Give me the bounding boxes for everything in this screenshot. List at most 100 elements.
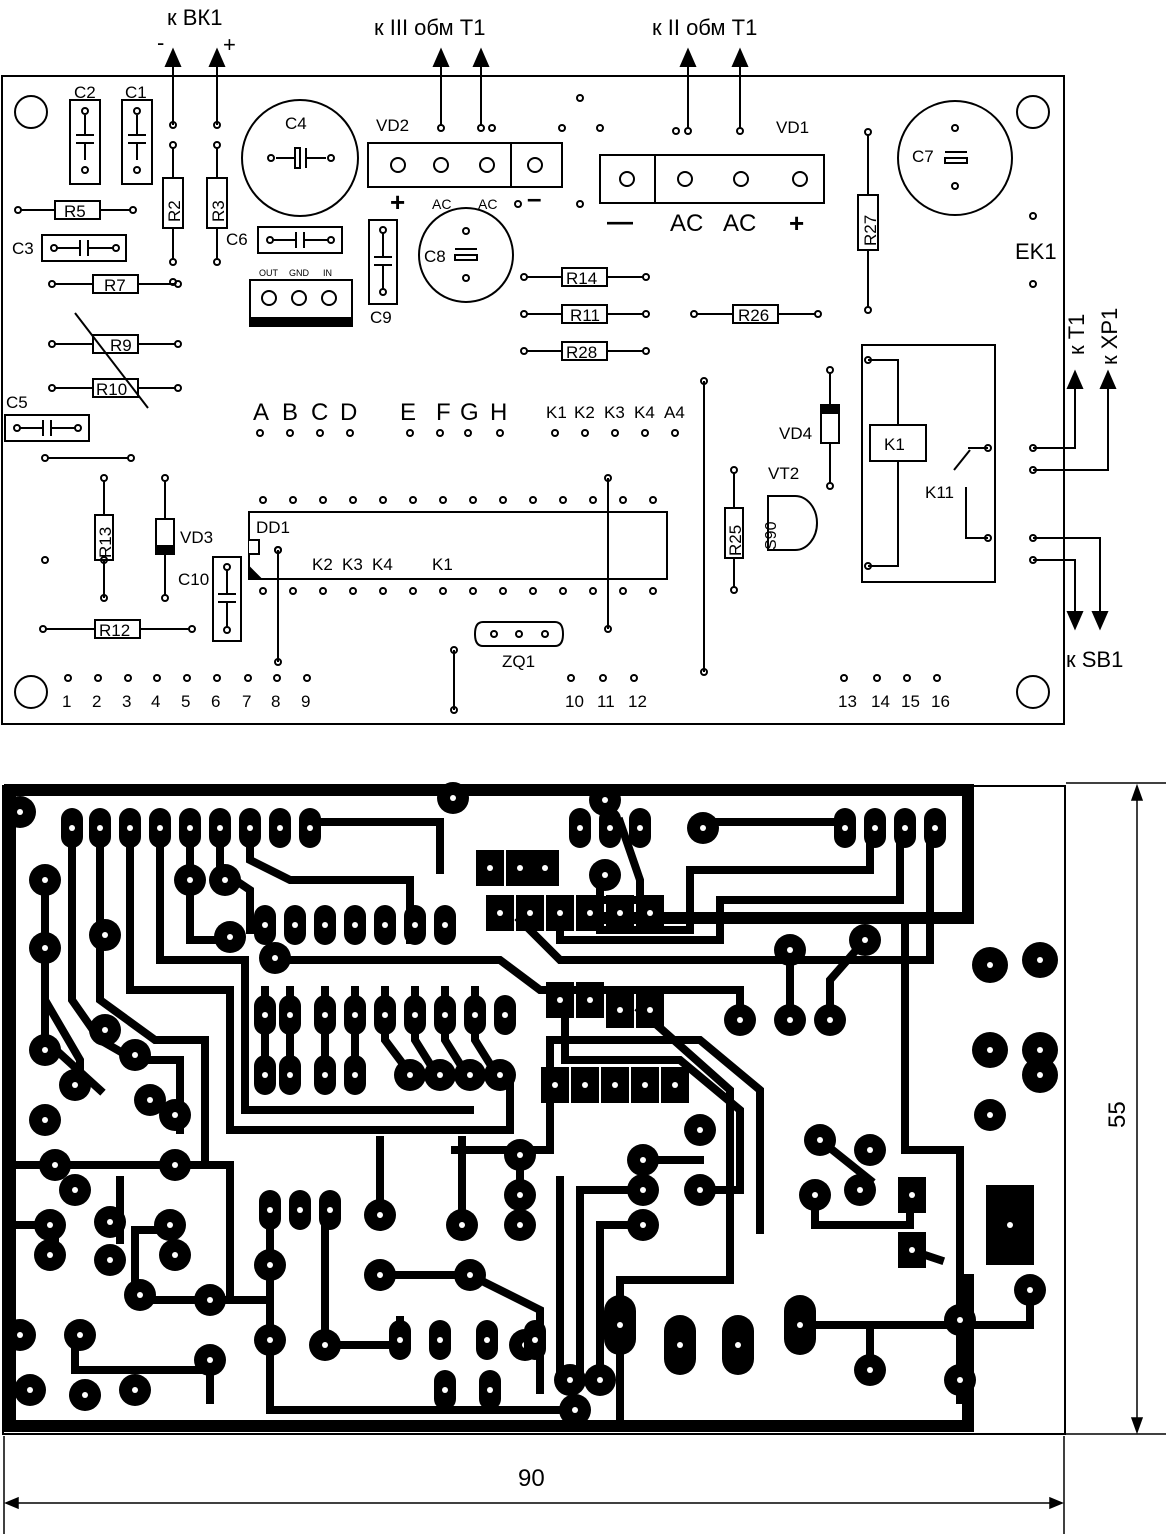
drill-hole — [517, 1222, 523, 1228]
drill-hole — [502, 1012, 508, 1018]
drill-hole — [277, 825, 283, 831]
pin-pad — [273, 674, 281, 682]
drill-hole — [842, 825, 848, 831]
drill-hole — [517, 1152, 523, 1158]
dd1-pin-pad — [559, 587, 567, 595]
copper-pads — [4, 782, 1058, 1426]
dd1-pin-pad — [529, 587, 537, 595]
drill-hole — [407, 1072, 413, 1078]
drill-hole — [217, 825, 223, 831]
capacitor-c9 — [368, 219, 398, 305]
r10-label: R10 — [96, 380, 127, 399]
segment-g-label: G — [460, 399, 479, 426]
transistor-vt2 — [767, 495, 818, 551]
drill-hole — [247, 825, 253, 831]
width-dimension: 90 — [518, 1465, 545, 1492]
digit-k2-label: K2 — [574, 403, 595, 422]
ek1-label: EK1 — [1015, 239, 1057, 264]
drill-hole — [640, 1222, 646, 1228]
drill-hole — [697, 1187, 703, 1193]
segment-labels: A B C D E F G H — [253, 399, 507, 426]
display-pad — [464, 429, 472, 437]
c6-label: C6 — [226, 230, 248, 249]
drill-hole — [127, 825, 133, 831]
capacitor-c4 — [241, 99, 359, 217]
digit-k1-label: K1 — [546, 403, 567, 422]
drill-hole — [557, 910, 563, 916]
dd1-pin-pad — [649, 496, 657, 504]
display-pad — [581, 429, 589, 437]
vd2-plus-label: + — [390, 187, 405, 217]
drill-hole — [602, 797, 608, 803]
pin-pad — [94, 674, 102, 682]
drill-hole — [932, 825, 938, 831]
drill-hole — [567, 1377, 573, 1383]
drill-hole — [137, 1292, 143, 1298]
drill-hole — [262, 922, 268, 928]
dd1-pin-pad — [409, 587, 417, 595]
drill-hole — [617, 910, 623, 916]
pin-number: 9 — [301, 692, 310, 711]
pin-number: 14 — [871, 692, 890, 711]
k11-label: K11 — [925, 483, 954, 502]
drill-hole — [497, 1072, 503, 1078]
vd2-ac2-label: AC — [478, 196, 497, 212]
c10-label: C10 — [178, 570, 209, 589]
vd2-label: VD2 — [376, 116, 409, 135]
resistor-r7 — [48, 274, 182, 294]
drill-hole — [102, 1027, 108, 1033]
drill-hole — [132, 1387, 138, 1393]
pin-number: 1 — [62, 692, 71, 711]
digit-labels: K1 K2 K3 K4 A4 — [546, 403, 685, 422]
dd1-pin-pad — [589, 496, 597, 504]
display-pad — [316, 429, 324, 437]
drill-hole — [382, 1012, 388, 1018]
dd1-k1-label: K1 — [432, 555, 453, 574]
dd1-pin-pad — [379, 496, 387, 504]
drill-hole — [909, 1247, 915, 1253]
reg-out-label: OUT — [259, 268, 279, 278]
resistor-r5 — [14, 200, 137, 220]
resistor-r14 — [520, 267, 650, 287]
vd1-label: VD1 — [776, 118, 809, 137]
zq1-label: ZQ1 — [502, 652, 535, 671]
resistor-r13 — [41, 474, 114, 602]
voltage-regulator — [249, 279, 353, 327]
drill-hole — [262, 1072, 268, 1078]
dd1-pin-pad — [259, 587, 267, 595]
drill-hole — [737, 1017, 743, 1023]
drill-hole — [797, 1322, 803, 1328]
segment-h-label: H — [490, 399, 507, 426]
mounting-hole — [14, 95, 1050, 709]
drill-hole — [450, 795, 456, 801]
wire-links — [274, 377, 708, 714]
drill-hole — [82, 1392, 88, 1398]
drill-hole — [735, 1342, 741, 1348]
capacitor-c5 — [4, 414, 90, 442]
resistor-r2 — [162, 121, 184, 286]
c5-label: C5 — [6, 393, 28, 412]
drill-hole — [857, 1187, 863, 1193]
pin-pad — [840, 674, 848, 682]
pin-number: 3 — [122, 692, 131, 711]
r14-label: R14 — [566, 269, 597, 288]
r7-label: R7 — [104, 276, 126, 295]
dd1-pin-pad — [499, 496, 507, 504]
drill-hole — [322, 1072, 328, 1078]
drill-hole — [467, 1072, 473, 1078]
drill-hole — [69, 825, 75, 831]
drill-hole — [352, 922, 358, 928]
dd1-pin-pad — [349, 496, 357, 504]
k1-label: K1 — [884, 435, 905, 454]
drill-hole — [487, 1387, 493, 1393]
drill-hole — [587, 910, 593, 916]
drill-hole — [72, 1082, 78, 1088]
vd3-label: VD3 — [180, 528, 213, 547]
c3-label: C3 — [12, 239, 34, 258]
height-dimension: 55 — [1104, 1101, 1131, 1128]
drill-hole — [327, 1207, 333, 1213]
segment-c-label: C — [311, 399, 328, 426]
dd1-pin-pad — [349, 587, 357, 595]
pin-pad — [630, 674, 638, 682]
